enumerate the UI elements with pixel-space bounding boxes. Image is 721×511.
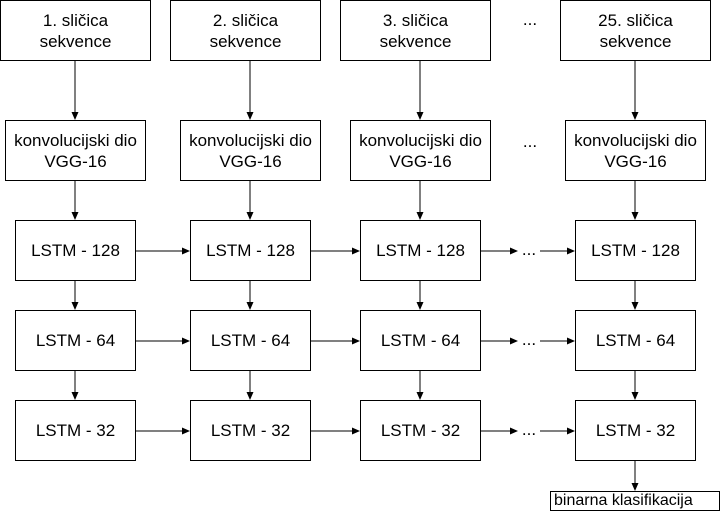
output-label: binarna klasifikacija <box>550 491 720 511</box>
lstm-label: LSTM - 64 <box>380 331 461 350</box>
lstm-128-box-3: LSTM - 128 <box>360 220 481 281</box>
lstm-label: LSTM - 128 <box>591 241 680 260</box>
vgg-label: konvolucijski dio VGG-16 <box>189 130 312 171</box>
lstm-label: LSTM - 64 <box>210 331 291 350</box>
lstm-64-box-3: LSTM - 64 <box>360 310 481 371</box>
vgg-box-1: konvolucijski dio VGG-16 <box>5 120 146 181</box>
lstm-128-box-1: LSTM - 128 <box>15 220 136 281</box>
lstm-32-box-2: LSTM - 32 <box>190 400 311 461</box>
frame-box-1: 1. sličica sekvence <box>0 0 151 61</box>
lstm-label: LSTM - 64 <box>595 331 676 350</box>
lstm-label: LSTM - 32 <box>380 421 461 440</box>
vgg-label: konvolucijski dio VGG-16 <box>574 130 697 171</box>
lstm-128-box-25: LSTM - 128 <box>575 220 696 281</box>
frame-box-25: 25. sličica sekvence <box>560 0 711 61</box>
lstm-label: LSTM - 32 <box>210 421 291 440</box>
lstm-label: LSTM - 32 <box>35 421 116 440</box>
lstm-label: LSTM - 64 <box>35 331 116 350</box>
lstm-label: LSTM - 128 <box>206 241 295 260</box>
ellipsis: ... <box>522 132 538 151</box>
lstm-32-box-1: LSTM - 32 <box>15 400 136 461</box>
frame-label: 25. sličica sekvence <box>598 10 673 51</box>
ellipsis: ... <box>521 240 537 259</box>
lstm-64-box-1: LSTM - 64 <box>15 310 136 371</box>
vgg-box-25: konvolucijski dio VGG-16 <box>565 120 706 181</box>
frame-label: 1. sličica sekvence <box>39 10 112 51</box>
ellipsis: ... <box>522 10 538 29</box>
lstm-128-box-2: LSTM - 128 <box>190 220 311 281</box>
vgg-label: konvolucijski dio VGG-16 <box>14 130 137 171</box>
vgg-box-2: konvolucijski dio VGG-16 <box>180 120 321 181</box>
frame-label: 2. sličica sekvence <box>209 10 282 51</box>
vgg-box-3: konvolucijski dio VGG-16 <box>350 120 491 181</box>
lstm-32-box-3: LSTM - 32 <box>360 400 481 461</box>
lstm-label: LSTM - 128 <box>31 241 120 260</box>
lstm-64-box-25: LSTM - 64 <box>575 310 696 371</box>
lstm-label: LSTM - 128 <box>376 241 465 260</box>
lstm-32-box-25: LSTM - 32 <box>575 400 696 461</box>
lstm-label: LSTM - 32 <box>595 421 676 440</box>
ellipsis: ... <box>521 420 537 439</box>
frame-box-3: 3. sličica sekvence <box>340 0 491 61</box>
ellipsis: ... <box>521 330 537 349</box>
lstm-64-box-2: LSTM - 64 <box>190 310 311 371</box>
frame-label: 3. sličica sekvence <box>379 10 452 51</box>
vgg-label: konvolucijski dio VGG-16 <box>359 130 482 171</box>
frame-box-2: 2. sličica sekvence <box>170 0 321 61</box>
